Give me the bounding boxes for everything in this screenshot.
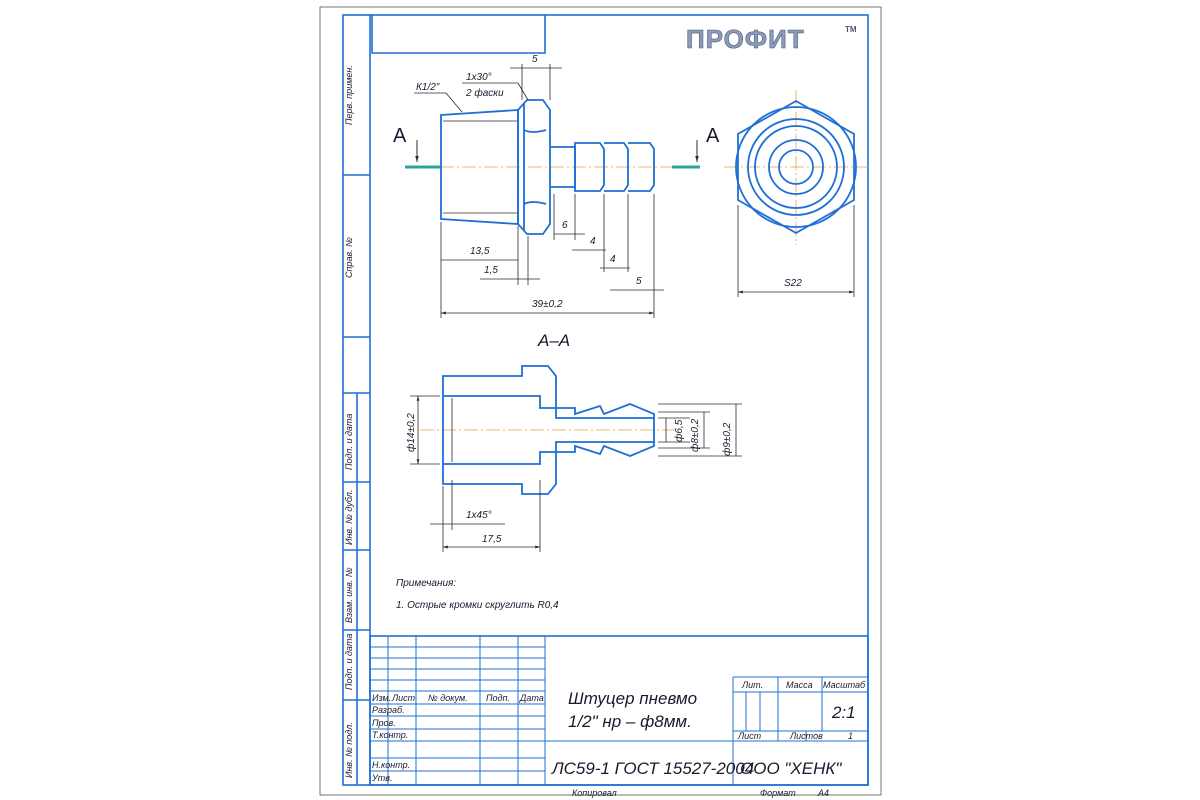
notes-item-1: 1. Острые кромки скруглить R0,4	[396, 600, 559, 611]
tb-material: ЛС59-1 ГОСТ 15527-2004	[551, 759, 754, 778]
section-view: А–А ф14±0,2 ф6,5 ф8±0,2 ф9±0,2 1х45°	[405, 331, 742, 552]
side-view-hex: S22	[724, 90, 868, 297]
section-letter-right: A	[706, 125, 720, 147]
tb-utv: Утв.	[371, 773, 392, 783]
side-label-dubl: Инв. № дубл.	[344, 490, 354, 545]
tb-podp: Подп.	[486, 693, 510, 703]
tb-razrab: Разраб.	[372, 705, 405, 715]
dim-17-5: 17,5	[482, 534, 502, 545]
notes-title: Примечания:	[396, 578, 456, 589]
brand-logo-tm: TM	[845, 25, 857, 34]
dim-phi9: ф9±0,2	[721, 422, 733, 456]
tb-lit: Лит.	[741, 680, 763, 690]
dim-phi6-5: ф6,5	[673, 419, 685, 442]
dim-chamfer-count: 2 фаски	[465, 87, 504, 99]
dim-phi8: ф8±0,2	[689, 418, 701, 452]
tb-sheets-value: 1	[848, 731, 853, 741]
side-label-vzam: Взам. инв. №	[344, 567, 354, 623]
dim-5b: 5	[636, 276, 642, 287]
side-label-podp1: Подп. и дата	[344, 414, 354, 470]
dim-6: 6	[562, 220, 568, 231]
side-label-podl: Инв. № подл.	[344, 722, 354, 778]
footer-format: Формат	[760, 788, 796, 798]
side-strip: Перв. примен. Справ. № Подп. и дата Инв.…	[343, 15, 371, 785]
tb-massa: Масса	[786, 680, 813, 690]
tb-nkontr: Н.контр.	[372, 760, 410, 770]
footer-copied: Копировал	[572, 788, 617, 798]
dim-phi14: ф14±0,2	[405, 413, 417, 452]
tb-sheets: Листов	[789, 731, 823, 741]
dim-5-top: 5	[532, 54, 538, 65]
front-dimensions: 5 1х30° 2 фаски К1/2" 13,5 1,5 6 4 4	[414, 54, 664, 318]
dim-thread: К1/2"	[416, 82, 440, 93]
title-block: Изм. Лист № докум. Подп. Дата Разраб. Пр…	[369, 635, 869, 786]
tb-izm: Изм.	[372, 693, 391, 703]
tb-prov: Пров.	[372, 718, 396, 728]
dim-4a: 4	[590, 236, 596, 247]
section-title: А–А	[537, 331, 570, 350]
sheet-border	[319, 6, 882, 796]
tb-sheet: Лист	[737, 731, 762, 741]
tb-tkontr: Т.контр.	[372, 730, 408, 740]
tb-name-line2: 1/2" нр – ф8мм.	[568, 712, 692, 731]
side-label-perv: Перв. примен.	[344, 65, 354, 125]
front-view: A A 5 1х30° 2 фаски К1/2"	[393, 54, 720, 318]
tb-masshtab: Масштаб	[823, 680, 866, 690]
tb-name-line1: Штуцер пневмо	[568, 689, 697, 708]
dim-s22: S22	[784, 278, 802, 289]
tb-data: Дата	[519, 693, 544, 703]
brand-logo: ПРОФИТ TM	[686, 24, 857, 55]
section-letter-left: A	[393, 125, 407, 147]
dim-39: 39±0,2	[532, 299, 563, 310]
tb-doc: № докум.	[428, 693, 468, 703]
top-left-box	[371, 15, 546, 54]
dim-chamfer-45: 1х45°	[466, 510, 492, 521]
footer-format-value: А4	[817, 788, 829, 798]
side-label-sprav: Справ. №	[344, 237, 354, 278]
brand-logo-text: ПРОФИТ	[686, 24, 805, 54]
dim-chamfer-30: 1х30°	[466, 72, 492, 83]
dim-4b: 4	[610, 254, 616, 265]
tb-company: ООО "ХЕНК"	[740, 759, 842, 778]
side-label-podp2: Подп. и дата	[344, 634, 354, 690]
tb-list: Лист	[391, 693, 416, 703]
dim-1-5: 1,5	[484, 265, 498, 276]
dim-13-5: 13,5	[470, 246, 490, 257]
notes: Примечания: 1. Острые кромки скруглить R…	[396, 578, 559, 611]
tb-scale-value: 2:1	[831, 703, 856, 722]
